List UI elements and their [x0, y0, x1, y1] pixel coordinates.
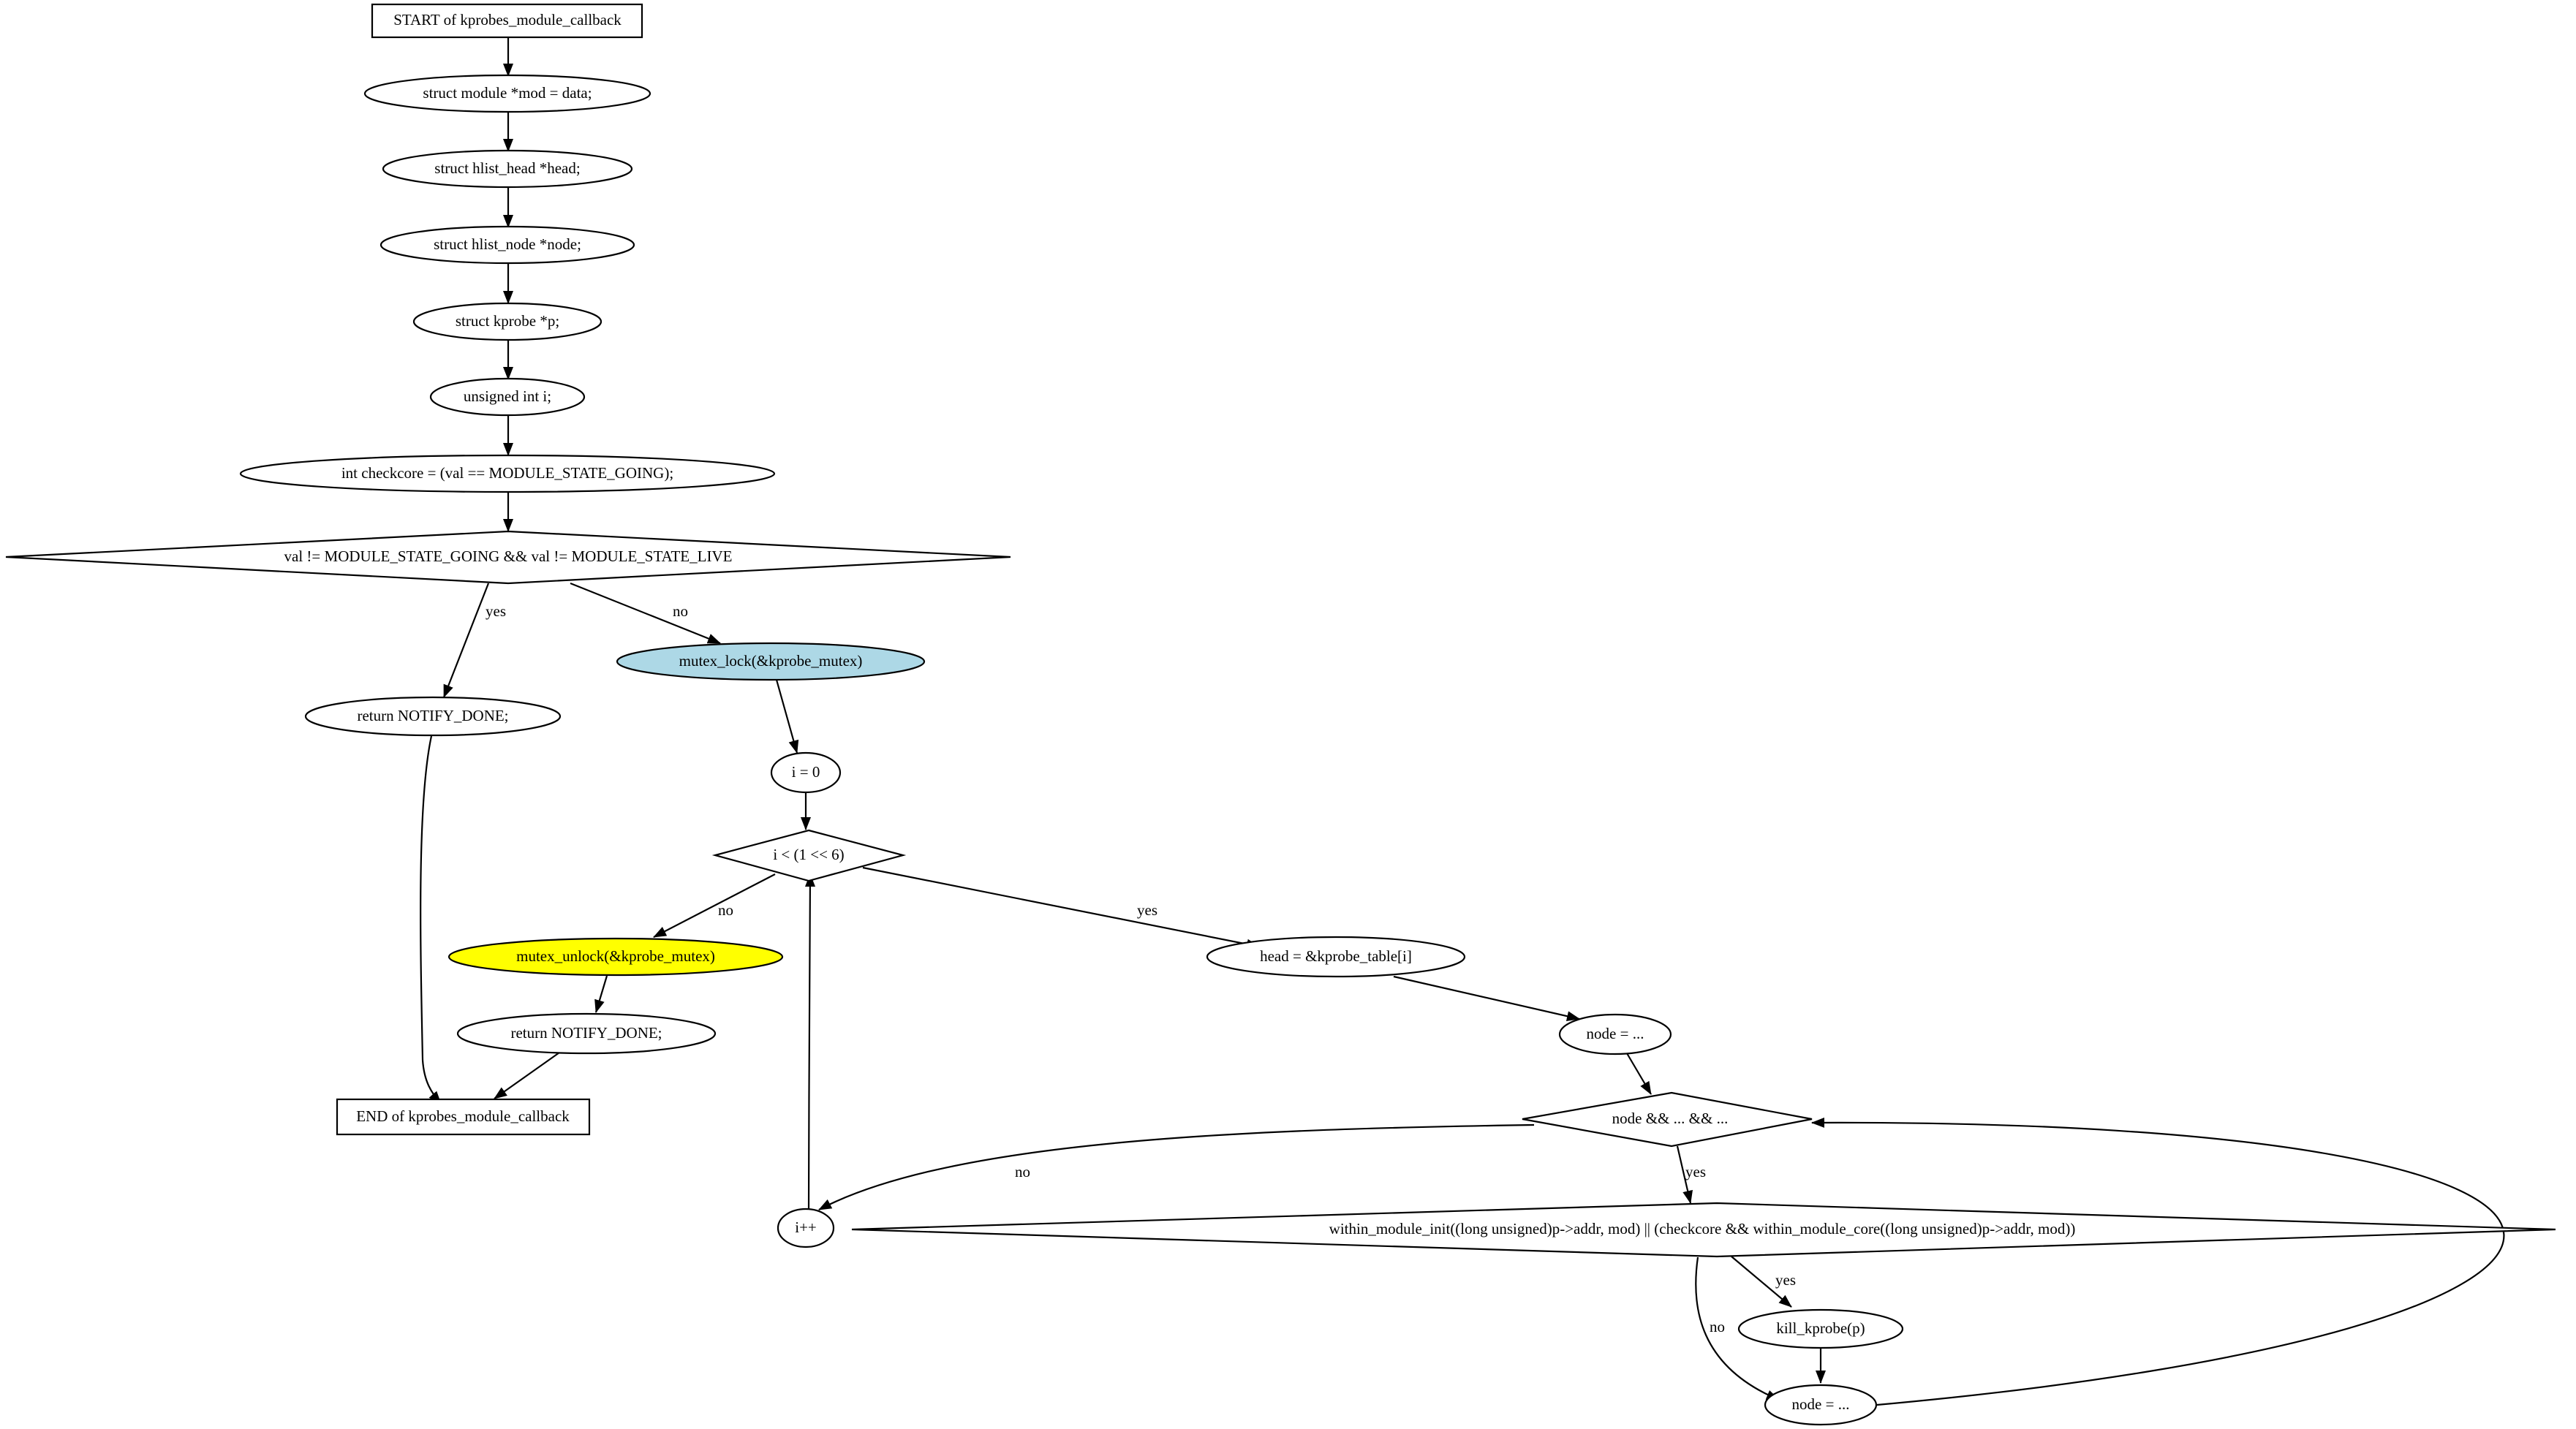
svg-text:val != MODULE_STATE_GOING && v: val != MODULE_STATE_GOING && val != MODU…: [284, 547, 733, 565]
svg-text:i++: i++: [795, 1218, 817, 1236]
edge-label-state-no: no: [673, 602, 688, 620]
node-node-cond: node && ... && ...: [1522, 1091, 1813, 1148]
node-cond-state: val != MODULE_STATE_GOING && val != MODU…: [5, 530, 1011, 585]
edge-loop-no: [653, 873, 776, 938]
edge-label-node-no: no: [1015, 1163, 1030, 1180]
edge-return1-to-end: [420, 735, 442, 1104]
node-kill: kill_kprobe(p): [1737, 1308, 1904, 1349]
svg-text:struct hlist_node *node;: struct hlist_node *node;: [434, 235, 581, 253]
edge-label-node-yes: yes: [1685, 1163, 1706, 1180]
edge-return2-to-end: [494, 1052, 560, 1099]
svg-text:head = &kprobe_table[i]: head = &kprobe_table[i]: [1260, 947, 1412, 965]
node-i-inc: i++: [777, 1208, 835, 1248]
node-checkcore: int checkcore = (val == MODULE_STATE_GOI…: [239, 454, 776, 493]
edge-cond-state-yes: [442, 583, 490, 698]
edge-node-assign2-to-node-cond: [1811, 1117, 2505, 1406]
edge-node-cond-yes: [1676, 1145, 1693, 1204]
node-head-assign: head = &kprobe_table[i]: [1206, 936, 1466, 978]
edge-i-inc-to-loop: [804, 873, 815, 1212]
svg-text:mutex_lock(&kprobe_mutex): mutex_lock(&kprobe_mutex): [679, 652, 863, 670]
svg-text:within_module_init((long unsig: within_module_init((long unsigned)p->add…: [1329, 1220, 2076, 1237]
node-mod: struct module *mod = data;: [363, 74, 651, 113]
svg-text:node = ...: node = ...: [1792, 1395, 1850, 1413]
svg-text:struct hlist_head *head;: struct hlist_head *head;: [434, 159, 580, 177]
svg-text:int checkcore = (val == MODULE: int checkcore = (val == MODULE_STATE_GOI…: [341, 464, 673, 482]
node-start: START of kprobes_module_callback: [371, 3, 643, 39]
svg-text:return NOTIFY_DONE;: return NOTIFY_DONE;: [357, 707, 508, 724]
svg-text:END of kprobes_module_callback: END of kprobes_module_callback: [356, 1107, 570, 1125]
edge-node-cond-no: [818, 1123, 1535, 1210]
edge-labels: yes no no yes no yes yes no: [486, 602, 1796, 1335]
edge-head-assign-to-node-assign1: [1393, 975, 1580, 1022]
node-i-init: i = 0: [770, 751, 842, 794]
node-mutex-lock: mutex_lock(&kprobe_mutex): [616, 642, 926, 681]
svg-text:unsigned int i;: unsigned int i;: [464, 387, 551, 405]
edge-unlock-to-return2: [594, 975, 608, 1013]
svg-text:struct kprobe *p;: struct kprobe *p;: [456, 312, 559, 330]
svg-text:kill_kprobe(p): kill_kprobe(p): [1776, 1319, 1865, 1337]
edge-cond-state-no: [570, 582, 721, 645]
svg-text:node && ... && ...: node && ... && ...: [1612, 1110, 1729, 1127]
edge-loop-yes: [862, 866, 1260, 949]
node-return-done-1: return NOTIFY_DONE;: [304, 696, 562, 737]
edge-within-no: [1695, 1256, 1780, 1401]
svg-text:struct module *mod = data;: struct module *mod = data;: [423, 84, 592, 102]
node-loop-cond: i < (1 << 6): [711, 829, 907, 882]
edge-label-within-yes: yes: [1775, 1271, 1796, 1289]
edge-label-loop-no: no: [718, 901, 733, 919]
svg-text:node = ...: node = ...: [1587, 1025, 1644, 1042]
node-node-decl: struct hlist_node *node;: [379, 225, 635, 265]
node-node-assign-2: node = ...: [1764, 1384, 1878, 1426]
svg-text:i = 0: i = 0: [792, 763, 820, 781]
node-head-decl: struct hlist_head *head;: [382, 149, 633, 189]
svg-text:i < (1 << 6): i < (1 << 6): [773, 846, 844, 863]
edge-label-state-yes: yes: [486, 602, 506, 620]
svg-text:START of kprobes_module_callba: START of kprobes_module_callback: [393, 11, 622, 29]
node-node-assign-1: node = ...: [1558, 1013, 1672, 1055]
edge-label-loop-yes: yes: [1137, 901, 1157, 919]
svg-text:mutex_unlock(&kprobe_mutex): mutex_unlock(&kprobe_mutex): [516, 947, 715, 965]
edge-lock-to-i-init: [775, 679, 799, 754]
svg-text:return NOTIFY_DONE;: return NOTIFY_DONE;: [510, 1024, 662, 1042]
nodes: START of kprobes_module_callback struct …: [5, 3, 2556, 1426]
node-within-cond: within_module_init((long unsigned)p->add…: [851, 1202, 2556, 1258]
edge-label-within-no: no: [1710, 1318, 1725, 1335]
node-return-done-2: return NOTIFY_DONE;: [456, 1012, 717, 1055]
edge-node-assign1-to-node-cond: [1626, 1053, 1652, 1095]
edges: [420, 37, 2505, 1406]
edge-within-yes: [1731, 1256, 1792, 1308]
node-mutex-unlock: mutex_unlock(&kprobe_mutex): [447, 937, 784, 977]
node-p-decl: struct kprobe *p;: [412, 302, 603, 341]
node-i-decl: unsigned int i;: [429, 377, 586, 417]
node-end: END of kprobes_module_callback: [336, 1098, 591, 1136]
